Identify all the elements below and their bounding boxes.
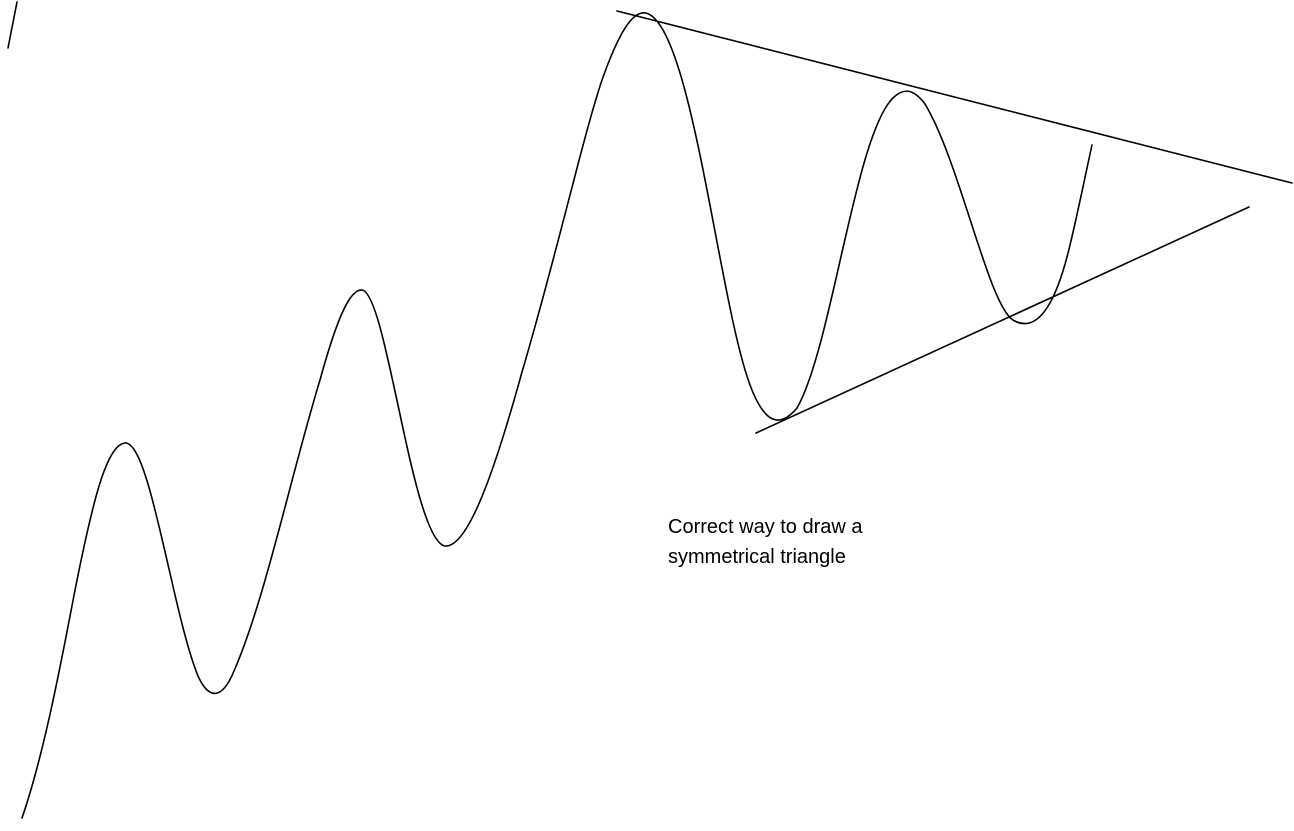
diagram-caption: Correct way to draw a symmetrical triang… [668,512,988,572]
ascending-support-line [755,206,1250,434]
top-left-curve-fragment [7,1,18,49]
price-wave [21,12,1093,819]
descending-resistance-line [616,10,1293,184]
caption-line-2: symmetrical triangle [668,546,846,568]
caption-line-1: Correct way to draw a [668,516,863,538]
